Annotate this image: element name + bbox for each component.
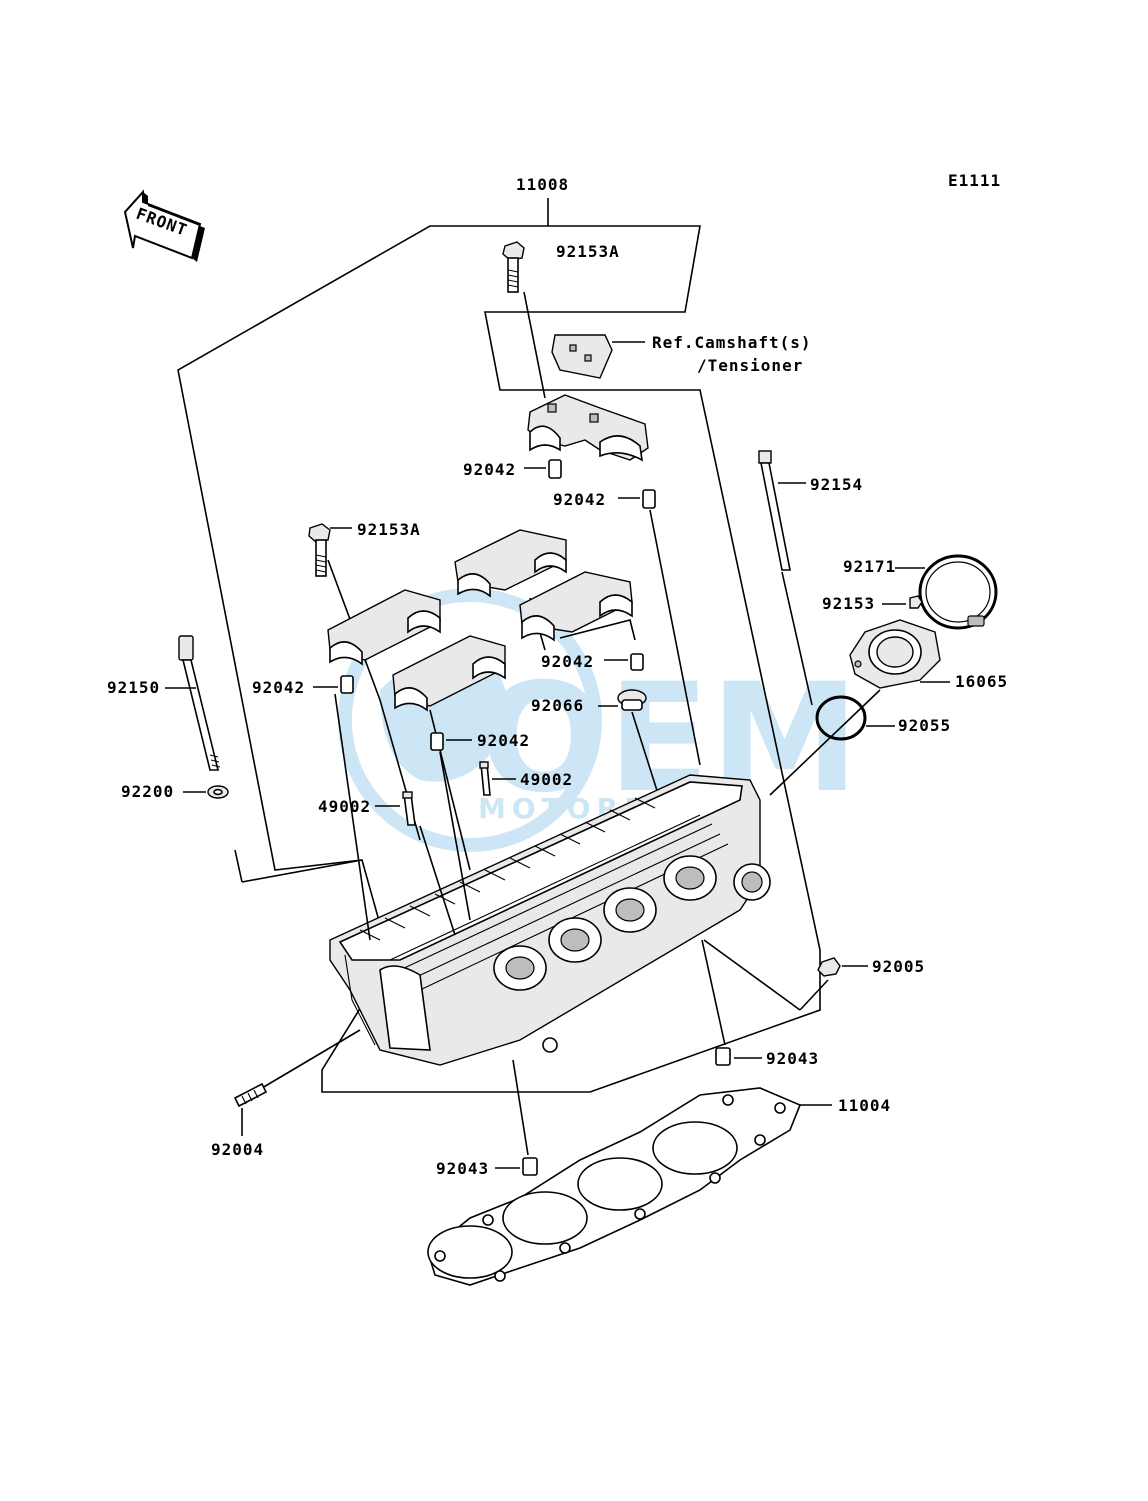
label-92042-c: 92042 — [541, 652, 594, 671]
front-arrow-icon: FRONT — [123, 189, 205, 262]
cam-cap-3 — [327, 589, 441, 666]
bolt-92153A-top — [502, 241, 525, 293]
dowel-92042-d — [340, 675, 354, 694]
label-92153A-mid: 92153A — [357, 520, 421, 539]
label-11008: 11008 — [516, 175, 569, 194]
group-outline-11008 — [177, 198, 821, 1093]
label-92200: 92200 — [121, 782, 174, 801]
label-92042-d: 92042 — [252, 678, 305, 697]
cam-cap-top — [527, 394, 649, 462]
dowel-92043-a — [715, 1047, 731, 1066]
bolt-92150 — [178, 635, 221, 771]
label-92005: 92005 — [872, 957, 925, 976]
cam-cap-1 — [454, 529, 567, 598]
valve-guide-49002-a — [479, 761, 491, 796]
label-92066: 92066 — [531, 696, 584, 715]
watermark: OEM MOTORPARTS — [338, 588, 859, 852]
label-92150: 92150 — [107, 678, 160, 697]
dowel-92042-c — [630, 653, 644, 671]
label-ref-tensioner: /Tensioner — [697, 356, 803, 375]
label-92042-e: 92042 — [477, 731, 530, 750]
label-92043-b: 92043 — [436, 1159, 489, 1178]
clamp-92171 — [918, 554, 998, 630]
bolt-92153 — [909, 595, 923, 609]
washer-92200 — [207, 785, 229, 799]
diagram-code: E1111 — [948, 171, 1001, 190]
dowel-92043-b — [522, 1157, 538, 1176]
stud-92004 — [233, 1082, 268, 1108]
label-92055: 92055 — [898, 716, 951, 735]
label-92004: 92004 — [211, 1140, 264, 1159]
label-92042-b: 92042 — [553, 490, 606, 509]
dowel-92042-b — [642, 489, 656, 509]
dowel-92042-e — [430, 732, 444, 751]
label-11004: 11004 — [838, 1096, 891, 1115]
bolt-92154 — [758, 450, 791, 571]
valve-guide-49002-b — [402, 791, 416, 826]
bolt-92153A-mid — [308, 523, 331, 577]
dowel-92042-a — [548, 459, 562, 479]
head-gasket-11004 — [427, 1087, 802, 1286]
cam-cap-4 — [392, 635, 506, 712]
label-49002-b: 49002 — [318, 797, 371, 816]
label-92154: 92154 — [810, 475, 863, 494]
label-92043-a: 92043 — [766, 1049, 819, 1068]
label-92042-a: 92042 — [463, 460, 516, 479]
label-16065: 16065 — [955, 672, 1008, 691]
cam-cap-2 — [519, 571, 633, 642]
label-92153: 92153 — [822, 594, 875, 613]
holder-16065 — [849, 619, 941, 689]
o-ring-92055 — [815, 695, 867, 741]
label-92171: 92171 — [843, 557, 896, 576]
label-ref-camshaft: Ref.Camshaft(s) — [652, 333, 812, 352]
cylinder-head — [329, 774, 771, 1066]
label-92153A-top: 92153A — [556, 242, 620, 261]
label-49002-a: 49002 — [520, 770, 573, 789]
plug-92066 — [617, 689, 647, 711]
camshaft-ref-bracket — [551, 334, 613, 379]
fitting-92005 — [817, 957, 841, 977]
